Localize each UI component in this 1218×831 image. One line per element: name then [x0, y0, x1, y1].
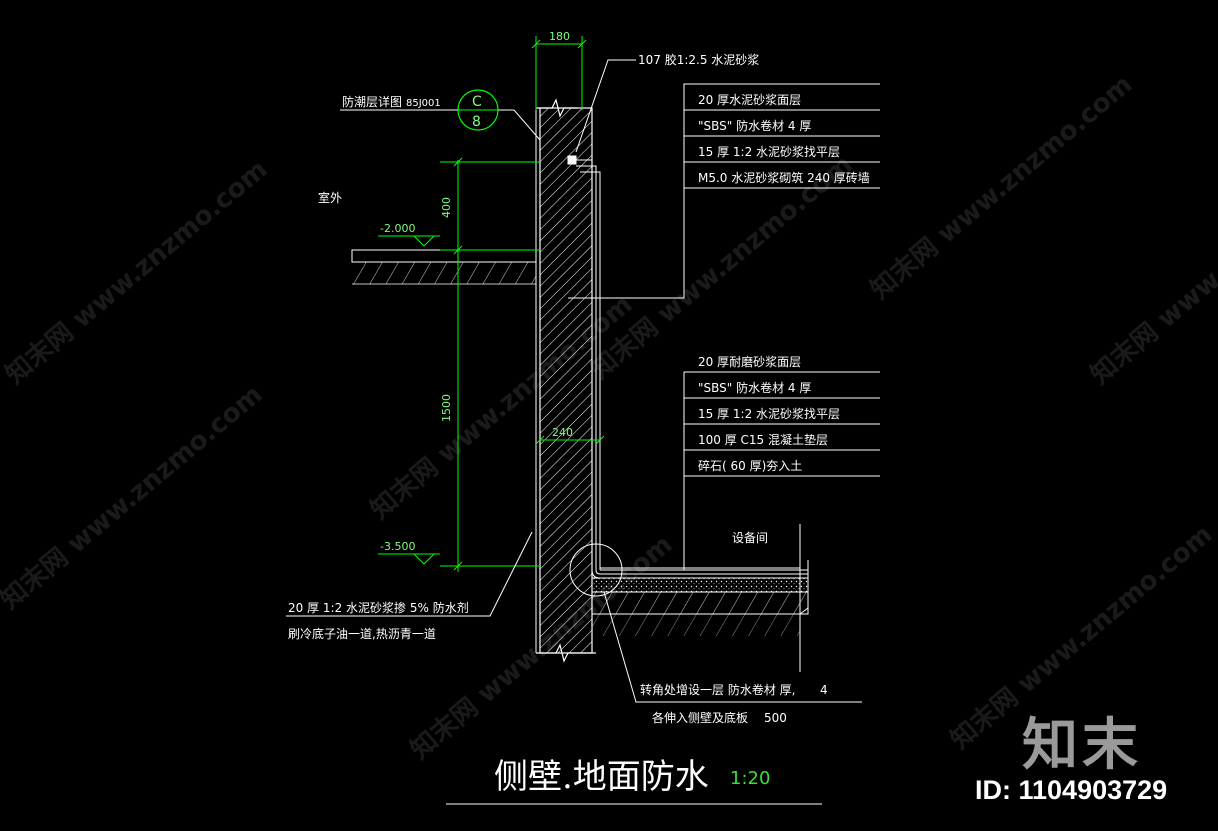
waterproof-layers — [567, 155, 808, 579]
corner-note-2: 各伸入侧壁及底板 — [652, 710, 748, 725]
floor-layer-4: 100 厚 C15 混凝土垫层 — [698, 432, 828, 447]
floor-layer-2: "SBS" 防水卷材 4 厚 — [698, 380, 811, 395]
plaster-note-1: 20 厚 1:2 水泥砂浆掺 5% 防水剂 — [288, 600, 469, 615]
watermark-group: 知末网 www.znzmo.com 知末网 www.znzmo.com 知末网 … — [0, 69, 1218, 765]
watermark-text: 知末网 www.znzmo.com — [1085, 154, 1218, 390]
level-upper-text: -2.000 — [380, 222, 415, 235]
dim-1500: 1500 — [440, 394, 453, 422]
plaster-leader — [286, 531, 533, 617]
wall-layer-1: 20 厚水泥砂浆面层 — [698, 92, 801, 107]
corner-note-length: 500 — [764, 711, 787, 725]
floor-layer-5: 碎石( 60 厚)夯入土 — [698, 458, 802, 473]
dim-240: 240 — [552, 426, 573, 439]
watermark-id: ID: 1104903729 — [975, 775, 1168, 805]
floor-layer-1: 20 厚耐磨砂浆面层 — [698, 354, 801, 369]
level-lower-text: -3.500 — [380, 540, 415, 553]
drawing-scale: 1:20 — [730, 768, 770, 789]
detail-circle-bottom: 8 — [472, 114, 481, 130]
detail-ref-label: 85J001 — [406, 98, 441, 109]
mortar-top-label: 107 胶1:2.5 水泥砂浆 — [638, 52, 759, 67]
dimension-lines — [440, 36, 605, 572]
watermark-text: 知末网 www.znzmo.com — [0, 379, 268, 615]
outside-label: 室外 — [318, 190, 342, 205]
detail-circle-top: C — [472, 94, 482, 110]
floor-layer-callout — [683, 371, 880, 570]
equipment-room-label: 设备间 — [732, 531, 768, 545]
corner-leader — [603, 591, 862, 703]
corner-note-thickness: 4 — [820, 683, 828, 697]
wall-layer-2: "SBS" 防水卷材 4 厚 — [698, 118, 811, 133]
floor-slab — [591, 524, 809, 672]
drawing-title: 侧壁.地面防水 — [494, 757, 709, 797]
brick-wall — [535, 98, 596, 663]
exterior-ground — [351, 249, 537, 285]
watermark-text: 知末网 www.znzmo.com — [865, 69, 1138, 305]
level-marker-upper: -2.000 — [378, 222, 440, 247]
wall-layer-3: 15 厚 1:2 水泥砂浆找平层 — [698, 144, 840, 159]
watermark-logo: 知末 — [1022, 713, 1142, 778]
corner-note-1: 转角处增设一层 防水卷材 厚, — [640, 682, 795, 697]
plaster-note-2: 刷冷底子油一道,热沥青一道 — [288, 626, 436, 641]
dim-400: 400 — [440, 197, 453, 218]
corner-detail-circle — [569, 543, 623, 597]
watermark-text: 知末网 www.znzmo.com — [365, 289, 638, 525]
wall-layer-callout — [568, 83, 880, 299]
watermark-text: 知末网 www.znzmo.com — [0, 154, 273, 390]
dim-180: 180 — [549, 30, 570, 43]
mortar-leader — [575, 59, 636, 153]
damp-proof-label: 防潮层详图 — [342, 94, 402, 109]
level-marker-lower: -3.500 — [378, 540, 440, 565]
floor-layer-3: 15 厚 1:2 水泥砂浆找平层 — [698, 406, 840, 421]
wall-layer-4: M5.0 水泥砂浆砌筑 240 厚砖墙 — [698, 170, 870, 185]
